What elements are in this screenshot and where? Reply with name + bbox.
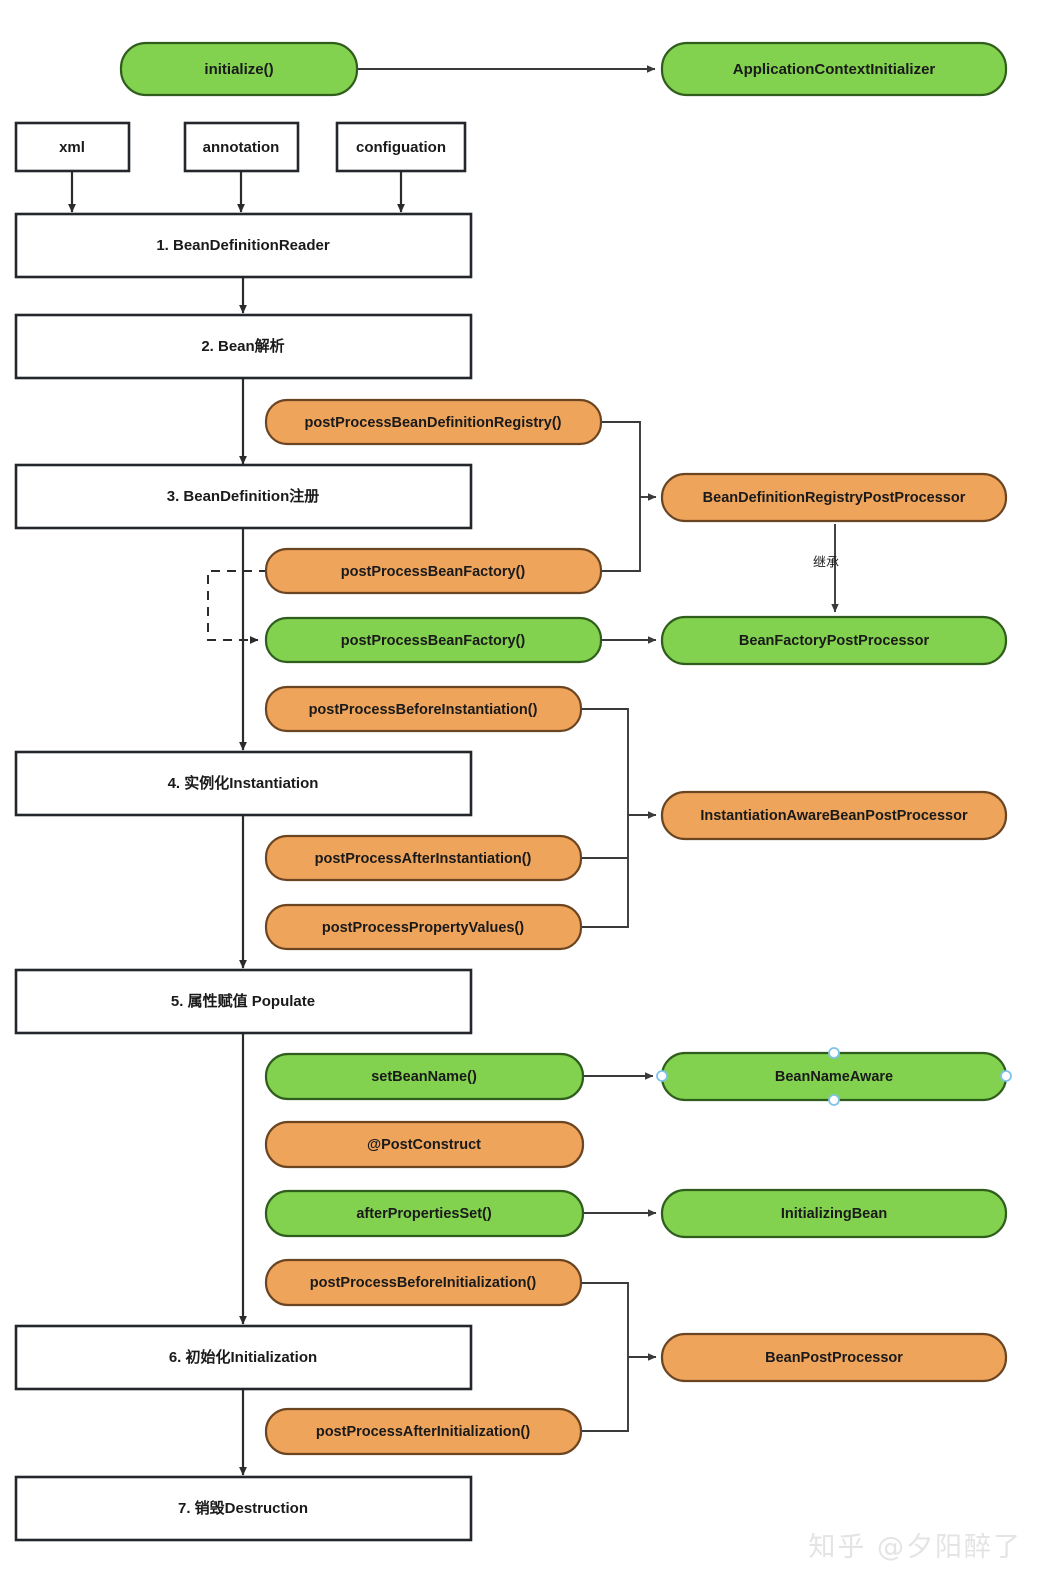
node-hook-postconstruct-label: @PostConstruct xyxy=(367,1137,481,1153)
node-interface-bean-definition-registry-post-processor[interactable]: BeanDefinitionRegistryPostProcessor xyxy=(660,472,1008,523)
node-hook-post-construct[interactable]: @PostConstruct xyxy=(264,1120,585,1169)
node-interface-initializing-bean[interactable]: InitializingBean xyxy=(660,1188,1008,1239)
node-bpp-label: BeanPostProcessor xyxy=(765,1350,903,1366)
node-hook-set-bean-name[interactable]: setBeanName() xyxy=(264,1052,585,1101)
node-hook-post-process-bean-factory-orange[interactable]: postProcessBeanFactory() xyxy=(264,547,603,595)
edge-merge-bdrpp xyxy=(601,421,641,572)
node-hook-pppv-label: postProcessPropertyValues() xyxy=(322,920,524,936)
node-hook-ppainit-label: postProcessAfterInitialization() xyxy=(316,1424,530,1440)
node-initializingbean-label: InitializingBean xyxy=(781,1206,887,1222)
node-step-7[interactable]: 7. 销毁Destruction xyxy=(14,1475,473,1542)
selection-handle-bottom[interactable] xyxy=(828,1094,840,1106)
node-step-2-label: 2. Bean解析 xyxy=(201,337,284,355)
node-application-context-initializer[interactable]: ApplicationContextInitializer xyxy=(660,41,1008,97)
node-step-5[interactable]: 5. 属性赋值 Populate xyxy=(14,968,473,1035)
node-hook-setbeanname-label: setBeanName() xyxy=(371,1069,477,1085)
watermark: 知乎 @夕阳醉了 xyxy=(808,1532,1022,1563)
node-hook-post-process-bean-definition-registry[interactable]: postProcessBeanDefinitionRegistry() xyxy=(264,398,603,446)
edge-merge-iabpp-a xyxy=(581,708,629,928)
node-step-5-label: 5. 属性赋值 Populate xyxy=(171,992,315,1010)
selection-handle-top[interactable] xyxy=(828,1047,840,1059)
node-hook-post-process-property-values[interactable]: postProcessPropertyValues() xyxy=(264,903,583,951)
node-source-xml[interactable]: xml xyxy=(14,121,131,173)
node-source-xml-label: xml xyxy=(59,139,85,156)
selection-handle-left[interactable] xyxy=(656,1070,668,1082)
node-step-2[interactable]: 2. Bean解析 xyxy=(14,313,473,380)
node-source-annotation[interactable]: annotation xyxy=(183,121,300,173)
node-bna-label: BeanNameAware xyxy=(775,1069,893,1085)
node-initialize-label: initialize() xyxy=(204,61,273,78)
node-interface-bean-factory-post-processor[interactable]: BeanFactoryPostProcessor xyxy=(660,615,1008,666)
node-step-1-label: 1. BeanDefinitionReader xyxy=(156,237,330,254)
node-interface-bean-name-aware[interactable]: BeanNameAware xyxy=(656,1047,1012,1106)
node-aci-label: ApplicationContextInitializer xyxy=(733,61,936,78)
node-hook-afterpropertiesset-label: afterPropertiesSet() xyxy=(356,1206,492,1222)
edge-label-inherit: 继承 xyxy=(813,554,839,569)
node-bfpp-label: BeanFactoryPostProcessor xyxy=(739,633,930,649)
node-hook-ppbf-orange-label: postProcessBeanFactory() xyxy=(341,564,526,580)
node-source-configuation[interactable]: configuation xyxy=(335,121,467,173)
node-source-configuation-label: configuation xyxy=(356,139,446,156)
node-step-6-label: 6. 初始化Initialization xyxy=(169,1348,317,1366)
edge-merge-bpp xyxy=(581,1282,629,1432)
node-bdrpp-label: BeanDefinitionRegistryPostProcessor xyxy=(703,490,966,506)
node-hook-post-process-after-initialization[interactable]: postProcessAfterInitialization() xyxy=(264,1407,583,1456)
node-hook-post-process-after-instantiation[interactable]: postProcessAfterInstantiation() xyxy=(264,834,583,882)
node-step-4[interactable]: 4. 实例化Instantiation xyxy=(14,750,473,817)
node-initialize[interactable]: initialize() xyxy=(119,41,359,97)
node-hook-ppbi-label: postProcessBeforeInstantiation() xyxy=(309,702,538,718)
node-hook-ppbdr-label: postProcessBeanDefinitionRegistry() xyxy=(304,415,561,431)
node-interface-bean-post-processor[interactable]: BeanPostProcessor xyxy=(660,1332,1008,1383)
node-hook-ppai-label: postProcessAfterInstantiation() xyxy=(315,851,532,867)
node-hook-ppbinit-label: postProcessBeforeInitialization() xyxy=(310,1275,537,1291)
node-hook-after-properties-set[interactable]: afterPropertiesSet() xyxy=(264,1189,585,1238)
node-hook-ppbf-green-label: postProcessBeanFactory() xyxy=(341,633,526,649)
node-hook-post-process-before-initialization[interactable]: postProcessBeforeInitialization() xyxy=(264,1258,583,1307)
node-hook-post-process-before-instantiation[interactable]: postProcessBeforeInstantiation() xyxy=(264,685,583,733)
node-step-7-label: 7. 销毁Destruction xyxy=(178,1499,308,1517)
node-step-1[interactable]: 1. BeanDefinitionReader xyxy=(14,212,473,279)
node-interface-instantiation-aware-bean-post-processor[interactable]: InstantiationAwareBeanPostProcessor xyxy=(660,790,1008,841)
node-iabpp-label: InstantiationAwareBeanPostProcessor xyxy=(700,808,968,824)
node-source-annotation-label: annotation xyxy=(203,139,280,156)
node-step-6[interactable]: 6. 初始化Initialization xyxy=(14,1324,473,1391)
node-step-3-label: 3. BeanDefinition注册 xyxy=(167,487,320,505)
node-step-4-label: 4. 实例化Instantiation xyxy=(168,774,319,792)
node-step-3[interactable]: 3. BeanDefinition注册 xyxy=(14,463,473,530)
node-hook-post-process-bean-factory-green[interactable]: postProcessBeanFactory() xyxy=(264,616,603,664)
edge-dashed-beanfactory xyxy=(207,570,268,644)
selection-handle-right[interactable] xyxy=(1000,1070,1012,1082)
